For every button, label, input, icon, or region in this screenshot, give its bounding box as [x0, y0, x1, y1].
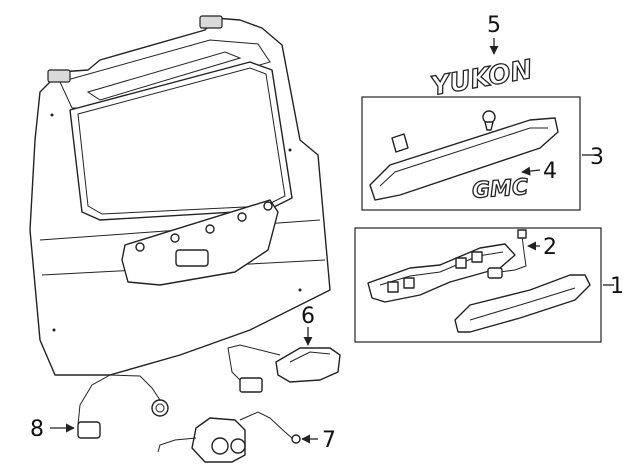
hinge-icon [199, 15, 223, 29]
applique-molding [369, 110, 559, 201]
yukon-emblem: YUKON [428, 54, 535, 103]
license-lamp-harness [157, 411, 301, 463]
rear-camera [227, 344, 341, 393]
callout-2: 2 [543, 235, 557, 260]
applique-group-box [361, 96, 581, 211]
gmc-emblem-text: GMC [471, 175, 529, 204]
callout-6: 6 [301, 304, 315, 329]
handle-bracket [367, 243, 516, 303]
handle-switch-harness [487, 229, 527, 279]
hinge-icon [47, 69, 71, 83]
callout-8: 8 [30, 417, 44, 442]
handle-group-box [354, 227, 602, 343]
yukon-emblem-text: YUKON [429, 55, 535, 102]
sensor-harness [77, 374, 169, 439]
callout-4: 4 [543, 159, 557, 184]
liftgate [29, 15, 331, 376]
callout-7: 7 [322, 428, 336, 453]
callout-3: 3 [590, 145, 604, 170]
callout-5: 5 [487, 13, 501, 38]
liftgate-handle [454, 274, 591, 333]
gmc-emblem: GMC [471, 174, 530, 204]
callout-1: 1 [610, 274, 624, 299]
